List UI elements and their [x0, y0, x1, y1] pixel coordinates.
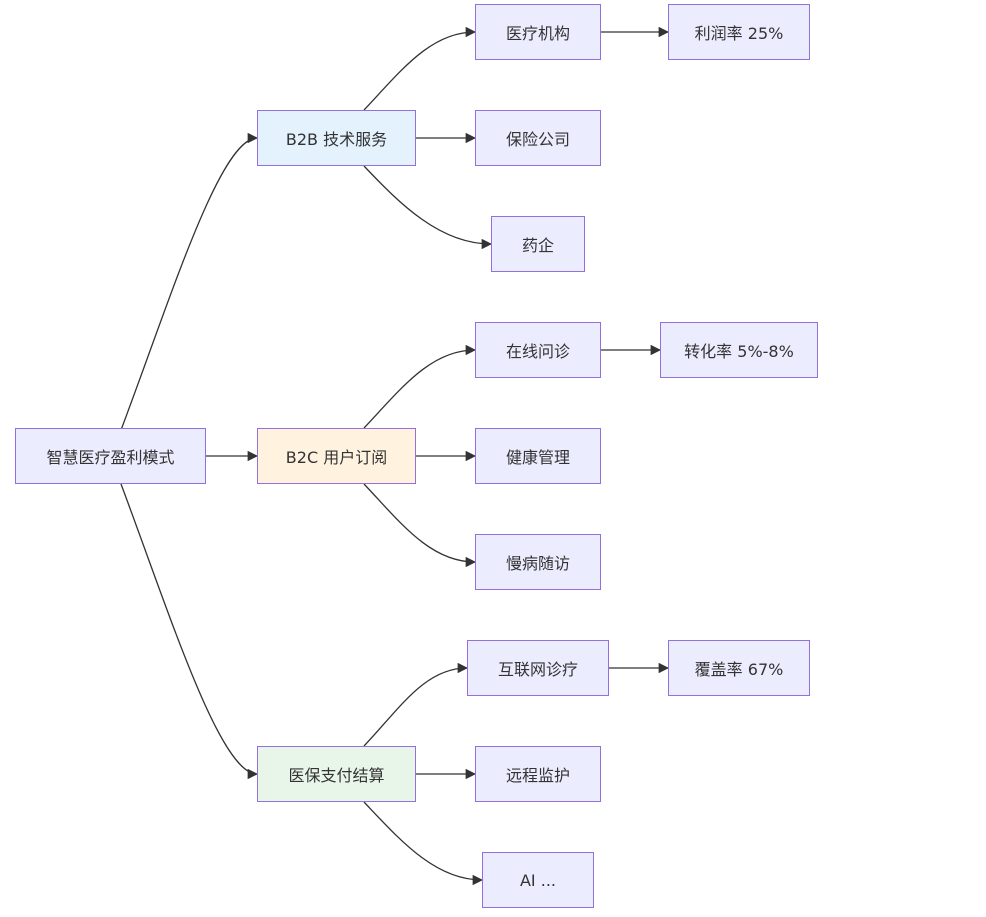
- node-insurance-pay: 医保支付结算: [257, 746, 416, 802]
- edge-b2c-to-chronic: [363, 483, 477, 568]
- edge-b2b-to-hospital: [363, 26, 477, 111]
- node-pharma: 药企: [491, 216, 585, 272]
- node-root: 智慧医疗盈利模式: [15, 428, 206, 484]
- node-b2b: B2B 技术服务: [257, 110, 416, 166]
- node-hospital: 医疗机构: [475, 4, 601, 60]
- node-chronic-followup: 慢病随访: [475, 534, 601, 590]
- node-insurance-company: 保险公司: [475, 110, 601, 166]
- edge-root-to-b2b: [120, 132, 259, 431]
- node-remote-monitoring: 远程监护: [475, 746, 601, 802]
- edge-b2c-to-consult: [363, 344, 477, 429]
- node-conversion-rate: 转化率 5%-8%: [660, 322, 818, 378]
- node-b2c: B2C 用户订阅: [257, 428, 416, 484]
- node-coverage-rate: 覆盖率 67%: [668, 640, 810, 696]
- edge-pay-to-ai: [363, 801, 484, 886]
- node-ai: AI ...: [482, 852, 594, 908]
- edge-b2b-to-pharma: [363, 165, 493, 250]
- edge-pay-to-internet: [363, 662, 469, 747]
- node-profit-margin: 利润率 25%: [668, 4, 810, 60]
- node-health-management: 健康管理: [475, 428, 601, 484]
- node-online-consultation: 在线问诊: [475, 322, 601, 378]
- node-internet-diagnosis: 互联网诊疗: [467, 640, 609, 696]
- edge-root-to-insurance-pay: [120, 483, 259, 780]
